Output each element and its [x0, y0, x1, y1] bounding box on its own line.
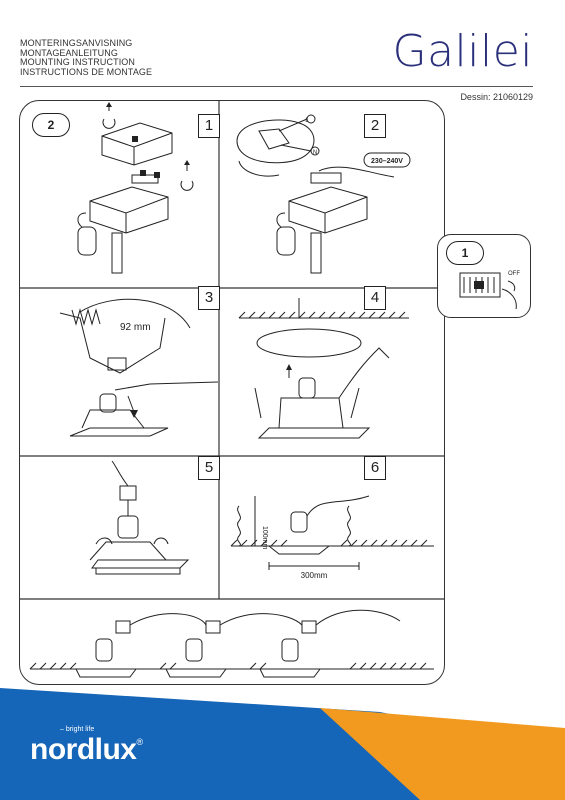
- step-number-3: 3: [198, 286, 220, 310]
- voltage-label: 230–240V: [371, 158, 403, 165]
- step4-illustration: [238, 298, 409, 439]
- nordlux-logo: nordlux®: [30, 733, 143, 767]
- step-number-2: 2: [364, 114, 386, 138]
- dessin-number: Dessin: 21060129: [460, 92, 533, 102]
- instruction-panel: 2 1 2 3 4 5 6: [19, 100, 445, 685]
- step6-illustration: 300mm 100mm: [230, 495, 434, 580]
- step-number-4: 4: [364, 286, 386, 310]
- header-title-fr: INSTRUCTIONS DE MONTAGE: [20, 66, 153, 77]
- header-title-en: MOUNTING INSTRUCTION: [20, 57, 135, 68]
- step3-illustration: 92 mm: [59, 298, 219, 437]
- header-title-de: MONTAGEANLEITUNG: [20, 47, 118, 58]
- step2-illustration: L N 230–240V: [236, 114, 411, 274]
- depth-label: 100mm: [261, 526, 268, 550]
- switch-off-illustration: OFF: [459, 271, 520, 310]
- header-title-se: MONTERINGSANVISNING: [20, 38, 133, 48]
- footer-band: [0, 688, 565, 800]
- product-name: Galilei: [392, 26, 533, 77]
- logo-reg-mark: ®: [136, 737, 144, 747]
- live-label: L: [305, 118, 309, 124]
- header-titles: MONTERINGSANVISNING MONTAGEANLEITUNG MOU…: [20, 38, 153, 77]
- neutral-label: N: [313, 150, 317, 156]
- spacing-label: 300mm: [301, 571, 328, 580]
- step-number-6: 6: [364, 456, 386, 480]
- row-illustration: [29, 609, 434, 678]
- power-off-panel: 1 OFF: [437, 234, 531, 318]
- off-label: OFF: [508, 271, 520, 277]
- section-tag-1: 1: [446, 241, 484, 265]
- step1-illustration: [77, 102, 194, 274]
- step-number-1: 1: [198, 114, 220, 138]
- cutout-label: 92 mm: [120, 322, 151, 333]
- logo-text: nordlux: [30, 733, 137, 766]
- brand-tagline: – bright life: [60, 726, 95, 733]
- section-tag-2: 2: [32, 113, 70, 137]
- header-divider: [20, 86, 533, 87]
- step5-illustration: [89, 460, 190, 575]
- step-number-5: 5: [198, 456, 220, 480]
